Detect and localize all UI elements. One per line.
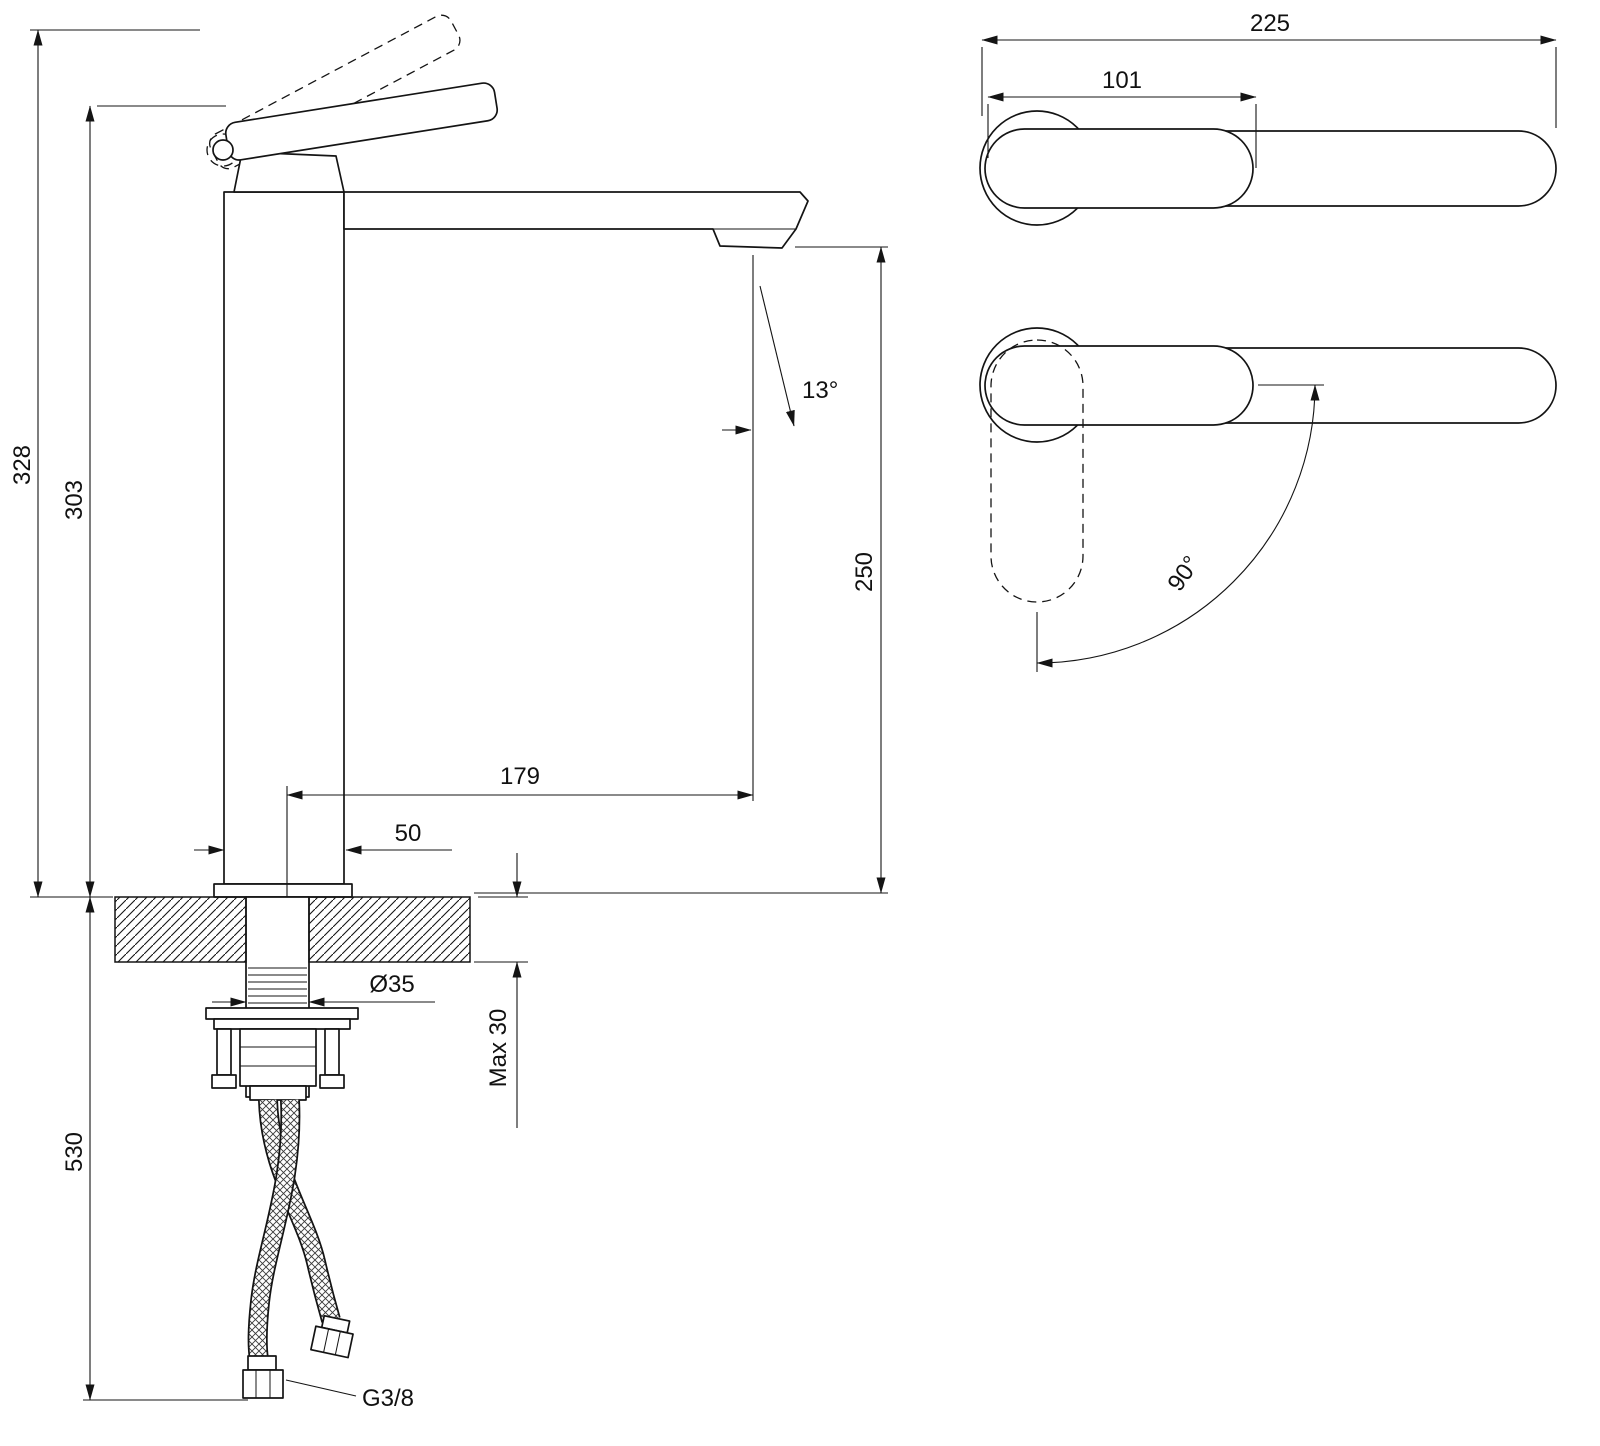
faucet-spout (343, 191, 809, 249)
dim-label-body-height: 303 (61, 480, 88, 520)
dim-label-stream-angle: 13° (802, 377, 838, 404)
hose-fitting-bottom (242, 1355, 284, 1399)
hose-right-braid (259, 1099, 339, 1323)
dim-overall-height: 328 (9, 29, 200, 898)
handle-lever (224, 82, 499, 161)
dim-body-height: 303 (61, 105, 226, 898)
handle-base (233, 151, 345, 193)
dim-label-spout-height: 250 (851, 552, 878, 592)
dim-label-handle-swing: 90° (1162, 551, 1205, 596)
base-flange (213, 883, 353, 898)
dim-overall-length: 225 (981, 10, 1557, 128)
dim-label-handle-length: 101 (1102, 67, 1142, 94)
dim-hose-length: 530 (61, 896, 248, 1401)
supply-hoses (242, 1099, 354, 1399)
hose-left-braid (249, 1099, 299, 1362)
dim-max-deck-thickness: Max 30 (474, 853, 528, 1128)
dim-handle-length: 101 (987, 67, 1257, 168)
dim-stream-angle: 13° (722, 285, 838, 435)
dim-label-hole-diameter: Ø35 (369, 971, 414, 998)
top-view: 225 101 90° (979, 10, 1557, 672)
hose-fitting-right (310, 1314, 354, 1359)
shank-threads (248, 967, 307, 1004)
dim-handle-swing: 90° (1036, 384, 1324, 672)
dim-spout-height: 250 (474, 246, 888, 894)
handle-plan (984, 128, 1254, 209)
dim-hole-diameter: Ø35 (212, 971, 435, 1007)
side-view: 328 303 530 250 179 (9, 14, 888, 1412)
dim-label-max-deck-thickness: Max 30 (485, 1009, 512, 1088)
countertop-section-right (308, 896, 471, 963)
faucet-column (223, 191, 345, 885)
label-connection-thread: G3/8 (285, 1379, 414, 1412)
countertop-section-left (114, 896, 247, 963)
dim-label-base-width: 50 (395, 820, 422, 847)
handle-pivot-cap (212, 139, 234, 161)
top-view-handle-forward (979, 110, 1557, 226)
top-view-handle-swing (979, 327, 1557, 603)
dim-label-hose-length: 530 (61, 1132, 88, 1172)
dim-base-width: 50 (194, 820, 452, 855)
dim-label-connection-thread: G3/8 (362, 1385, 414, 1412)
handle-plan-2 (984, 345, 1254, 426)
dim-label-spout-reach: 179 (500, 763, 540, 790)
dim-label-overall-height: 328 (9, 445, 36, 485)
dim-spout-reach: 179 (286, 255, 754, 801)
mounting-hardware (205, 1007, 359, 1101)
dim-label-overall-length: 225 (1250, 10, 1290, 37)
